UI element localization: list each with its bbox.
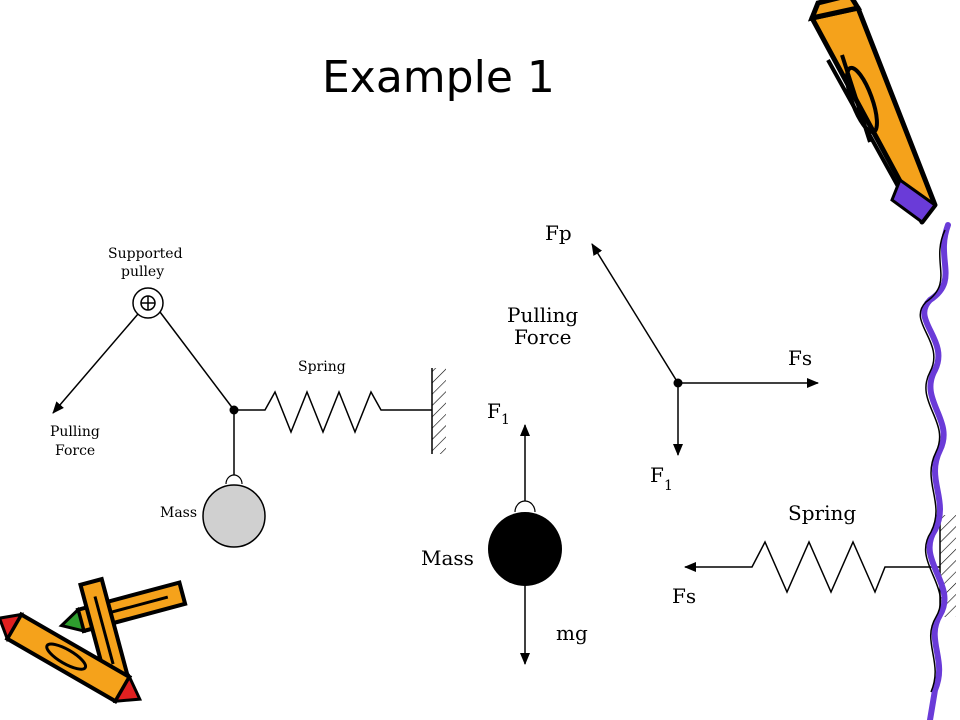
spring-icon — [234, 389, 432, 435]
pulley-label-line1: Supported — [108, 246, 183, 262]
fp-arrow — [591, 243, 679, 384]
pencils-icon — [0, 576, 188, 704]
mass-label: Mass — [160, 505, 197, 521]
pulling-force-line2: Force — [514, 325, 571, 349]
fp-label: Fp — [545, 221, 572, 245]
mass-hook — [514, 500, 536, 513]
pulling-force-line1: Pulling — [50, 424, 100, 440]
wavy-border-outline — [919, 229, 946, 693]
mass-circle — [202, 484, 266, 548]
pulley-label-line2: pulley — [121, 264, 164, 280]
junction-force-diagram: Fp Pulling Force Fs F 1 — [507, 221, 819, 494]
spring-force-diagram: Spring Fs — [672, 501, 956, 617]
pulley-icon — [132, 287, 164, 319]
force-up-subscript: 1 — [501, 412, 510, 428]
mass-free-body-diagram: F 1 Mass mg — [421, 399, 588, 665]
pulling-rope-arrow — [52, 313, 139, 414]
junction-point — [673, 378, 683, 388]
mass-circle — [488, 512, 562, 586]
wavy-border-icon — [921, 222, 951, 720]
mass-label: Mass — [421, 546, 474, 570]
pencil-icon — [807, 0, 938, 225]
slide-title: Example 1 — [322, 52, 555, 103]
weight-label: mg — [556, 621, 588, 645]
f1-label: F — [650, 463, 664, 487]
wall-icon — [431, 368, 446, 454]
pulley-rope — [159, 311, 235, 411]
fs-label: Fs — [672, 584, 696, 608]
pulley-system-diagram: Supported pulley Spring Mass Pulling — [50, 246, 446, 548]
pulling-force-line1: Pulling — [507, 303, 578, 327]
spring-label: Spring — [788, 501, 856, 525]
mass-hook — [225, 474, 243, 485]
f1-subscript: 1 — [664, 478, 673, 494]
spring-label: Spring — [298, 359, 346, 375]
pulling-force-line2: Force — [55, 443, 95, 459]
fs-label: Fs — [788, 346, 812, 370]
force-up-label: F — [487, 399, 501, 423]
spring-icon — [745, 540, 940, 594]
